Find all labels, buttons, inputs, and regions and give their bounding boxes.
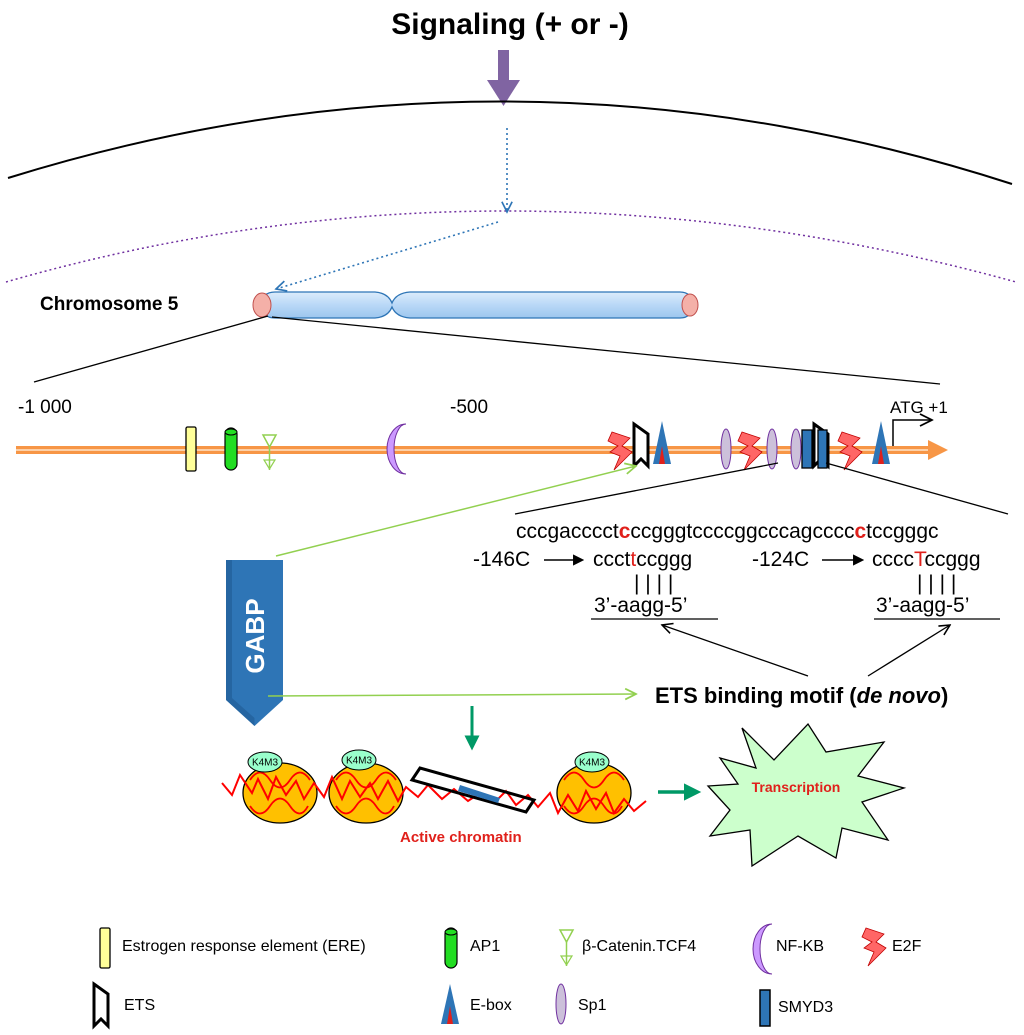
nuclear-envelope (5, 210, 1017, 283)
active-chromatin-label: Active chromatin (400, 829, 522, 846)
seq-zoom-left (514, 462, 779, 515)
e2f-icon (837, 431, 863, 471)
ere-icon (185, 426, 197, 472)
zoom-line-left (33, 315, 269, 383)
motif-arrow-left (662, 625, 809, 677)
sequence-top: cccgacccctcccgggtccccggcccagccccctccgggc (516, 520, 939, 543)
smyd3-icon (759, 989, 771, 1027)
chromosome-5-icon (252, 291, 699, 319)
mutant-sequence-right: ccccTccggg (872, 548, 981, 571)
gabp-label: GABP (240, 598, 270, 673)
complement-right: 3’-aagg-5’ (876, 594, 969, 617)
transcription-label: Transcription (752, 779, 841, 795)
signal-path-to-chromosome (276, 221, 499, 289)
k4m3-mark-2: K4M3 (341, 749, 377, 771)
complement-left: 3’-aagg-5’ (594, 594, 687, 617)
catenin-icon (261, 434, 278, 471)
ebox-icon (653, 421, 671, 464)
ets-icon (632, 421, 650, 470)
ets-icon (92, 981, 110, 1030)
sp1-icon (720, 428, 732, 470)
legend-ets-label: ETS (124, 997, 155, 1014)
mutation-label-124: -124C (752, 548, 809, 571)
pairing-bars-left: | | | | (634, 572, 673, 595)
ebox-icon (441, 984, 459, 1024)
zoom-line-right (271, 316, 941, 385)
legend-ere-label: Estrogen response element (ERE) (122, 938, 366, 955)
svg-text:K4M3: K4M3 (579, 758, 606, 769)
mutant-sequence-left: cccttccggg (593, 548, 692, 571)
diagram-title: Signaling (+ or -) (391, 8, 629, 41)
seq-zoom-right (825, 462, 1009, 515)
legend: Estrogen response element (ERE) AP1 β-Ca… (92, 923, 922, 1030)
pairing-bars-right: | | | | (917, 572, 956, 595)
legend-smyd3-label: SMYD3 (778, 999, 833, 1016)
e2f-icon (607, 431, 633, 471)
motif-arrow-right (867, 625, 950, 677)
ebox-icon (872, 421, 890, 464)
nfkb-icon (386, 423, 407, 475)
e2f-icon (737, 431, 763, 471)
promoter-line (16, 440, 948, 460)
transcription-burst-icon (706, 722, 907, 868)
legend-nfkb-label: NF-KB (776, 938, 824, 955)
position-minus-1000: -1 000 (18, 397, 72, 418)
gabp-to-motif-arrow (267, 694, 636, 696)
ap1-icon (444, 927, 458, 969)
signal-arrow-icon (487, 50, 520, 106)
svg-text:K4M3: K4M3 (346, 756, 373, 767)
legend-sp1-label: Sp1 (578, 997, 607, 1014)
chromosome-label: Chromosome 5 (40, 294, 179, 315)
gabp-icon (226, 560, 283, 726)
e2f-icon (861, 927, 887, 967)
sp1-icon (790, 428, 802, 470)
position-minus-500: -500 (450, 397, 488, 418)
nfkb-icon (752, 923, 773, 975)
tss-arrow-icon (892, 420, 932, 446)
smyd3-icon (801, 429, 813, 469)
catenin-icon (558, 929, 575, 967)
ere-icon (99, 927, 111, 969)
smyd3-icon (817, 429, 828, 469)
svg-text:K4M3: K4M3 (252, 758, 279, 769)
k4m3-mark-3: K4M3 (574, 751, 610, 773)
gabp-to-ets-arrow (275, 466, 636, 557)
legend-ebox-label: E-box (470, 997, 512, 1014)
k4m3-mark-1: K4M3 (247, 751, 283, 773)
legend-ap1-label: AP1 (470, 938, 500, 955)
cell-membrane (7, 100, 1013, 185)
mutation-label-146: -146C (473, 548, 530, 571)
sp1-icon (555, 983, 567, 1025)
ap1-icon (224, 427, 238, 471)
ets-motif-label: ETS binding motif (de novo) (655, 683, 948, 708)
sp1-icon (766, 428, 778, 470)
legend-catenin-label: β-Catenin.TCF4 (582, 938, 696, 955)
chromatin-icon (221, 762, 647, 824)
position-atg: ATG +1 (890, 398, 948, 417)
legend-e2f-label: E2F (892, 938, 922, 955)
